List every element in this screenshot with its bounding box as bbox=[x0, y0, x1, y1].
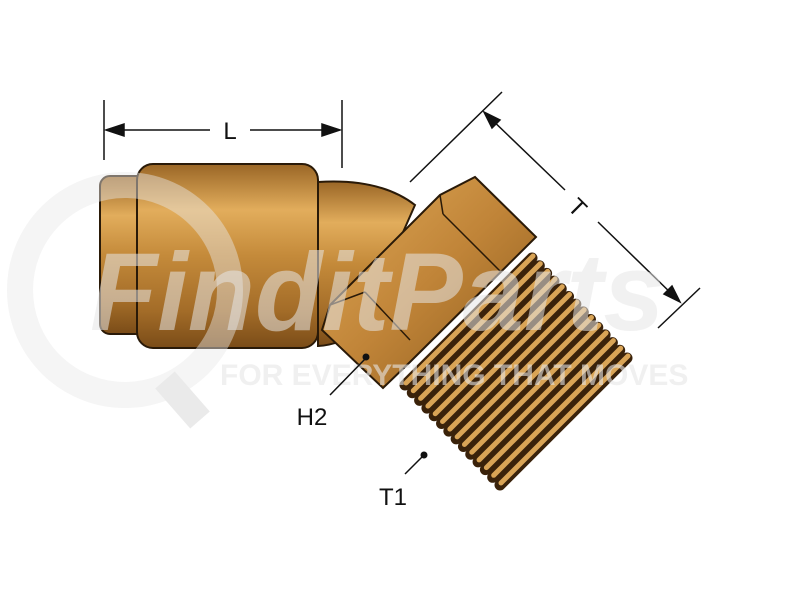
label-t: T bbox=[562, 193, 592, 223]
thread-highlight bbox=[461, 315, 594, 448]
thread-highlight bbox=[454, 307, 587, 440]
label-h2: H2 bbox=[297, 404, 328, 431]
dimension-l bbox=[103, 100, 343, 168]
hose-fitting bbox=[99, 163, 633, 491]
thread-highlight bbox=[432, 284, 565, 417]
thread-highlight bbox=[410, 261, 543, 394]
thread-highlight bbox=[469, 322, 602, 455]
thread-highlight bbox=[483, 338, 616, 471]
thread-highlight bbox=[476, 330, 609, 463]
thread-highlight bbox=[440, 291, 573, 424]
thread-section bbox=[399, 252, 633, 491]
thread-highlight bbox=[491, 345, 624, 478]
socket-sleeve bbox=[136, 163, 319, 349]
thread-highlight bbox=[447, 299, 580, 432]
dimension-t bbox=[409, 91, 701, 329]
leader-h2 bbox=[329, 353, 370, 396]
hex-nut bbox=[320, 175, 538, 390]
thread-highlight bbox=[418, 268, 551, 401]
thread-highlight bbox=[425, 276, 558, 409]
label-t1: T1 bbox=[379, 484, 407, 511]
thread-highlight bbox=[498, 353, 631, 486]
thread-highlight bbox=[403, 253, 536, 386]
watermark-magnifier-icon bbox=[7, 172, 243, 408]
watermark-brand: FinditParts bbox=[90, 231, 665, 354]
watermark-tagline: FOR EVERYTHING THAT MOVES bbox=[220, 359, 688, 392]
watermark: FinditParts FOR EVERYTHING THAT MOVES bbox=[7, 172, 688, 429]
leader-t1 bbox=[404, 451, 428, 475]
label-l: L bbox=[223, 118, 236, 145]
